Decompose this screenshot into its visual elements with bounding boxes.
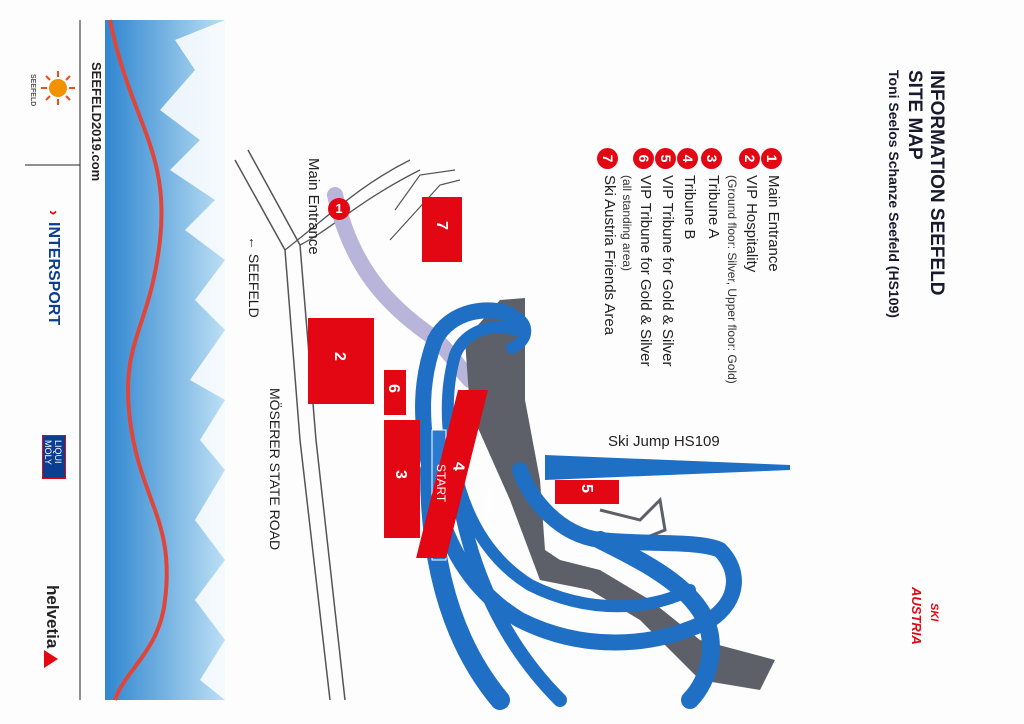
area-6-vip-standing[interactable]: 6 <box>384 370 406 415</box>
area-5-vip-tribune[interactable]: 5 <box>555 480 619 504</box>
footer-mountain-banner <box>105 19 225 701</box>
helvetia-triangle-icon <box>44 650 58 668</box>
page-subtitle: Toni Seelos Schanze Seefeld (HS109) <box>886 70 902 318</box>
seefeld-brand-text: SEEFELD <box>29 74 36 107</box>
legend-item-2: 2 VIP Hospitality(Ground floor: Silver, … <box>725 148 760 384</box>
legend-item-1: 1 Main Entrance <box>761 148 782 272</box>
sun-icon <box>41 71 75 105</box>
website-label[interactable]: SEEFELD2019.com <box>89 62 104 182</box>
legend-item-4: 4 Tribune B <box>677 148 698 239</box>
page-title: INFORMATION SEEFELD <box>926 70 947 296</box>
finish-label: FINISH <box>482 488 494 525</box>
intersport-logo: INTERSPORT <box>45 222 62 326</box>
road-name-label: MÖSERER STATE ROAD <box>267 388 283 551</box>
page-title-line2: SITE MAP <box>904 70 925 160</box>
main-entrance-label: Main Entrance <box>305 158 322 255</box>
legend-item-6: 6 VIP Tribune for Gold & Silver(all stan… <box>620 148 654 366</box>
legend-item-5: 5 VIP Tribune for Gold & Silver <box>655 148 676 366</box>
seefeld-sun-logo <box>40 70 76 106</box>
legend-item-3: 3 Tribune A <box>701 148 722 239</box>
area-2-vip-hospitality[interactable]: 2 <box>308 318 374 404</box>
area-3-tribune-a[interactable]: 3 <box>384 420 420 538</box>
main-entrance-marker[interactable]: 1 <box>328 198 350 220</box>
legend-item-7: 7 Ski Austria Friends Area <box>597 148 618 335</box>
liqui-moly-logo: LIQUI MOLY <box>42 435 66 479</box>
area-7-friends[interactable]: 7 <box>422 197 462 262</box>
ski-jump <box>545 455 790 480</box>
intersport-chevron-icon: › <box>45 210 62 216</box>
helvetia-logo: helvetia <box>43 585 62 649</box>
ski-jump-label: Ski Jump HS109 <box>608 433 720 450</box>
seefeld-direction-label: ← SEEFELD <box>246 236 262 318</box>
start-label: START <box>434 464 448 503</box>
ski-austria-logo: SKI AUSTRIA <box>909 587 940 645</box>
